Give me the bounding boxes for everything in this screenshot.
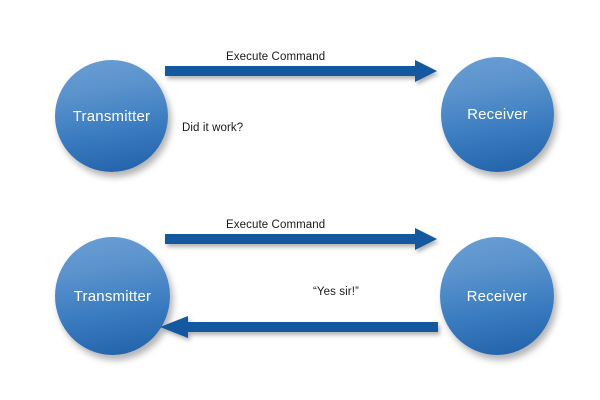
node-label-receiver-top: Receiver [467,106,528,123]
arrow-label-yes-sir: “Yes sir!” [313,286,359,298]
node-transmitter-bottom[interactable]: Transmitter [55,237,170,355]
arrow-bottom-return [160,316,438,338]
node-transmitter-top[interactable]: Transmitter [55,60,168,172]
node-label-transmitter-bottom: Transmitter [73,287,152,305]
node-label-transmitter-top: Transmitter [72,107,151,125]
arrow-label-execute-command-bottom: Execute Command [226,219,326,231]
note-did-it-work: Did it work? [182,122,244,134]
node-receiver-top[interactable]: Receiver [441,57,554,172]
node-receiver-bottom[interactable]: Receiver [440,237,554,355]
arrow-bottom-forward [165,228,437,250]
arrow-top-forward [165,60,437,82]
node-label-receiver-bottom: Receiver [466,287,528,305]
arrow-label-execute-command-top: Execute Command [226,51,326,63]
